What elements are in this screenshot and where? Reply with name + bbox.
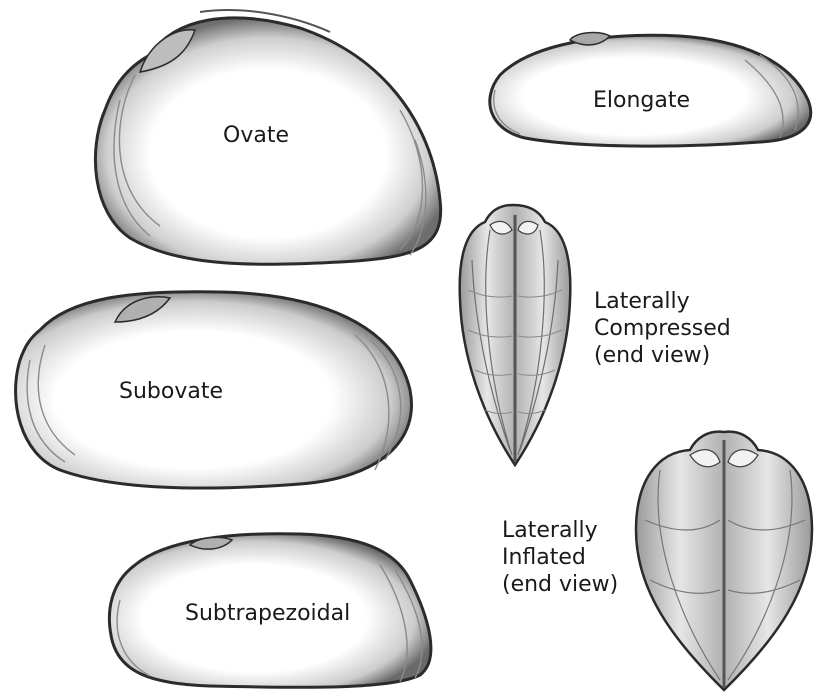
inflated-end-view-shell: [636, 432, 812, 690]
label-elongate: Elongate: [593, 87, 690, 114]
label-laterally-compressed: Laterally Compressed (end view): [594, 288, 731, 369]
label-inflated-line-1: Laterally: [502, 517, 618, 544]
label-compressed-line-3: (end view): [594, 342, 731, 369]
label-compressed-line-1: Laterally: [594, 288, 731, 315]
compressed-end-view-shell: [460, 205, 571, 465]
label-laterally-inflated: Laterally Inflated (end view): [502, 517, 618, 598]
label-subtrapezoidal: Subtrapezoidal: [185, 600, 350, 627]
label-compressed-line-2: Compressed: [594, 315, 731, 342]
label-subovate: Subovate: [119, 378, 223, 405]
label-inflated-line-2: Inflated: [502, 544, 618, 571]
label-ovate: Ovate: [223, 122, 289, 149]
label-inflated-line-3: (end view): [502, 571, 618, 598]
